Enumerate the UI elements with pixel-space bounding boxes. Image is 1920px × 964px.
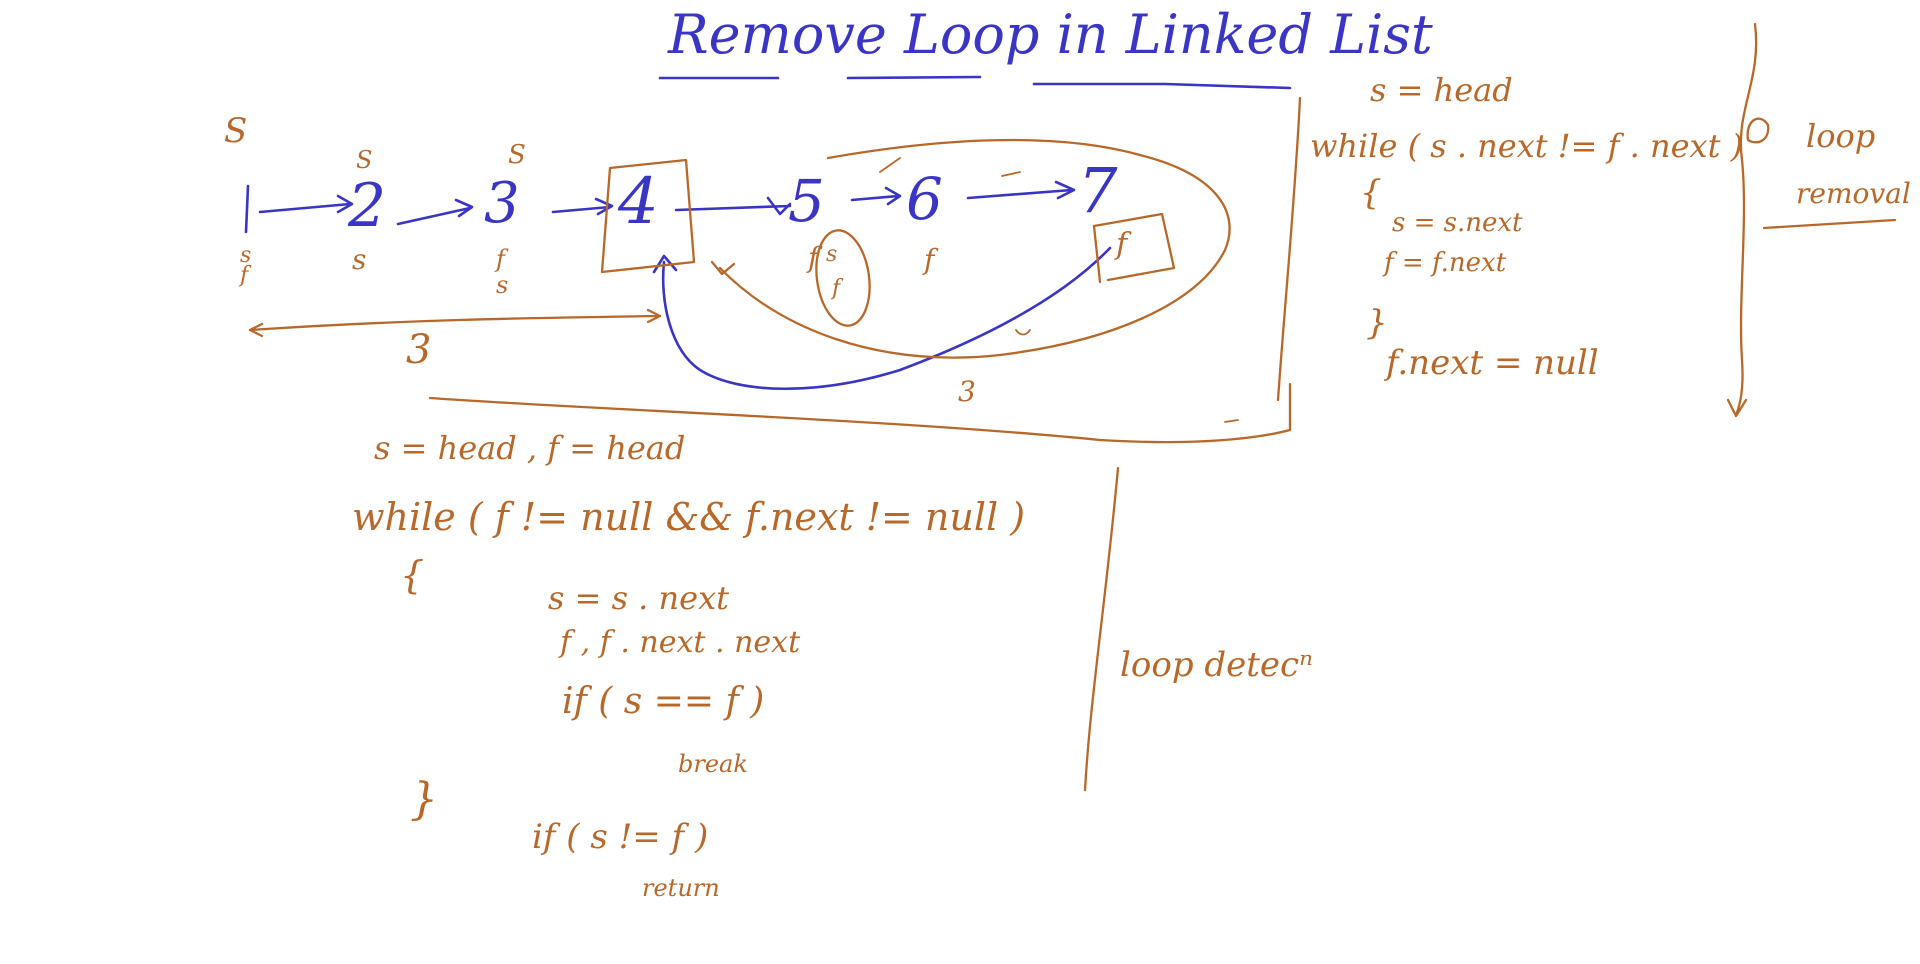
label-below-1: s f — [240, 243, 252, 288]
label-below-5-s: s — [826, 242, 838, 267]
tick-mark-6-7 — [1001, 171, 1021, 177]
label-below-5-f: f — [832, 276, 841, 301]
title-underline-3 — [1032, 82, 1292, 90]
detection-line-6: if ( s == f ) — [562, 681, 765, 722]
bottom-bracket — [428, 382, 1292, 444]
box-around-4 — [600, 158, 696, 274]
arrowhead-6-7 — [1054, 180, 1076, 200]
box-around-7-f — [1092, 212, 1176, 282]
divider-right-of-diagram — [1276, 96, 1302, 402]
removal-line-7: f.next = null — [1386, 343, 1599, 383]
distance-arrowhead-left — [248, 322, 264, 338]
node-7: 7 — [1078, 154, 1118, 227]
detection-label: loop detecⁿ — [1120, 645, 1313, 685]
removal-label-line-2: removal — [1796, 177, 1911, 210]
arrow-6-7 — [966, 188, 1074, 200]
arrow-4-5 — [674, 204, 792, 212]
node-4: 4 — [618, 165, 659, 239]
label-above-1: S — [224, 111, 248, 151]
arrowhead-4-5 — [766, 196, 792, 216]
removal-line-1: s = head — [1370, 71, 1513, 109]
loop-back-arrow — [661, 246, 1112, 390]
distance-line-head-to-4 — [248, 314, 662, 332]
arrow-5-6 — [850, 194, 900, 202]
removal-bracket-arrowhead — [1726, 398, 1748, 418]
removal-line-5: f = f.next — [1384, 248, 1507, 278]
oval-around-5-meet — [815, 229, 871, 327]
removal-label-underline — [1762, 218, 1897, 230]
label-near-7: f — [1116, 227, 1128, 262]
arrowhead-1-2 — [336, 194, 354, 214]
arrow-2-3 — [396, 206, 472, 226]
distance-meet-to-4: 3 — [958, 375, 976, 408]
removal-line-6: } — [1366, 303, 1388, 343]
label-below-3: f s — [496, 245, 509, 300]
label-below-6: f — [924, 243, 935, 276]
detection-line-9: if ( s != f ) — [532, 817, 709, 857]
label-above-3: S — [508, 140, 526, 170]
node-2: 2 — [348, 171, 387, 241]
tick-mark-under-loop — [1015, 329, 1031, 336]
loop-oval-arrowhead — [710, 260, 736, 276]
title-underline-2 — [846, 75, 982, 80]
detection-line-7: break — [678, 750, 748, 778]
tick-mark-5-6 — [879, 157, 901, 173]
node-3: 3 — [484, 171, 520, 236]
detection-line-4: s = s . next — [548, 579, 729, 617]
node-5: 5 — [788, 167, 825, 235]
label-above-2: S — [356, 146, 373, 174]
page-title: Remove Loop in Linked List — [668, 3, 1433, 66]
divider-detection — [1083, 466, 1120, 792]
label-below-2: s — [352, 243, 367, 276]
arrow-1-2 — [258, 202, 352, 214]
removal-label-line-1: loop — [1806, 117, 1876, 155]
removal-line-2: while ( s . next != f . next ) — [1310, 127, 1744, 165]
distance-arrowhead-right — [646, 308, 662, 324]
node-1-stroke — [244, 184, 250, 234]
removal-line-4: s = s.next — [1392, 208, 1523, 238]
arrowhead-5-6 — [884, 186, 902, 206]
distance-head-to-4: 3 — [406, 327, 432, 373]
label-near-5: f — [808, 241, 819, 274]
arrow-3-4 — [551, 205, 612, 214]
tick-mark-bracket — [1224, 419, 1239, 423]
detection-line-5: f , f . next . next — [560, 625, 801, 660]
arrowhead-2-3 — [454, 198, 474, 218]
detection-line-1: s = head , f = head — [374, 429, 686, 467]
box-around-7-f-side — [1092, 224, 1102, 284]
detection-line-2: while ( f != null && f.next != null ) — [352, 495, 1026, 539]
node-6: 6 — [906, 165, 943, 233]
removal-bracket-curl — [1746, 117, 1770, 144]
detection-line-10: return — [642, 874, 720, 902]
detection-line-3: { — [400, 553, 425, 597]
loop-oval — [718, 138, 1231, 359]
removal-line-3: { — [1360, 173, 1382, 213]
detection-line-8: } — [410, 774, 438, 825]
arrowhead-3-4 — [594, 197, 614, 216]
removal-bracket — [1734, 22, 1758, 417]
